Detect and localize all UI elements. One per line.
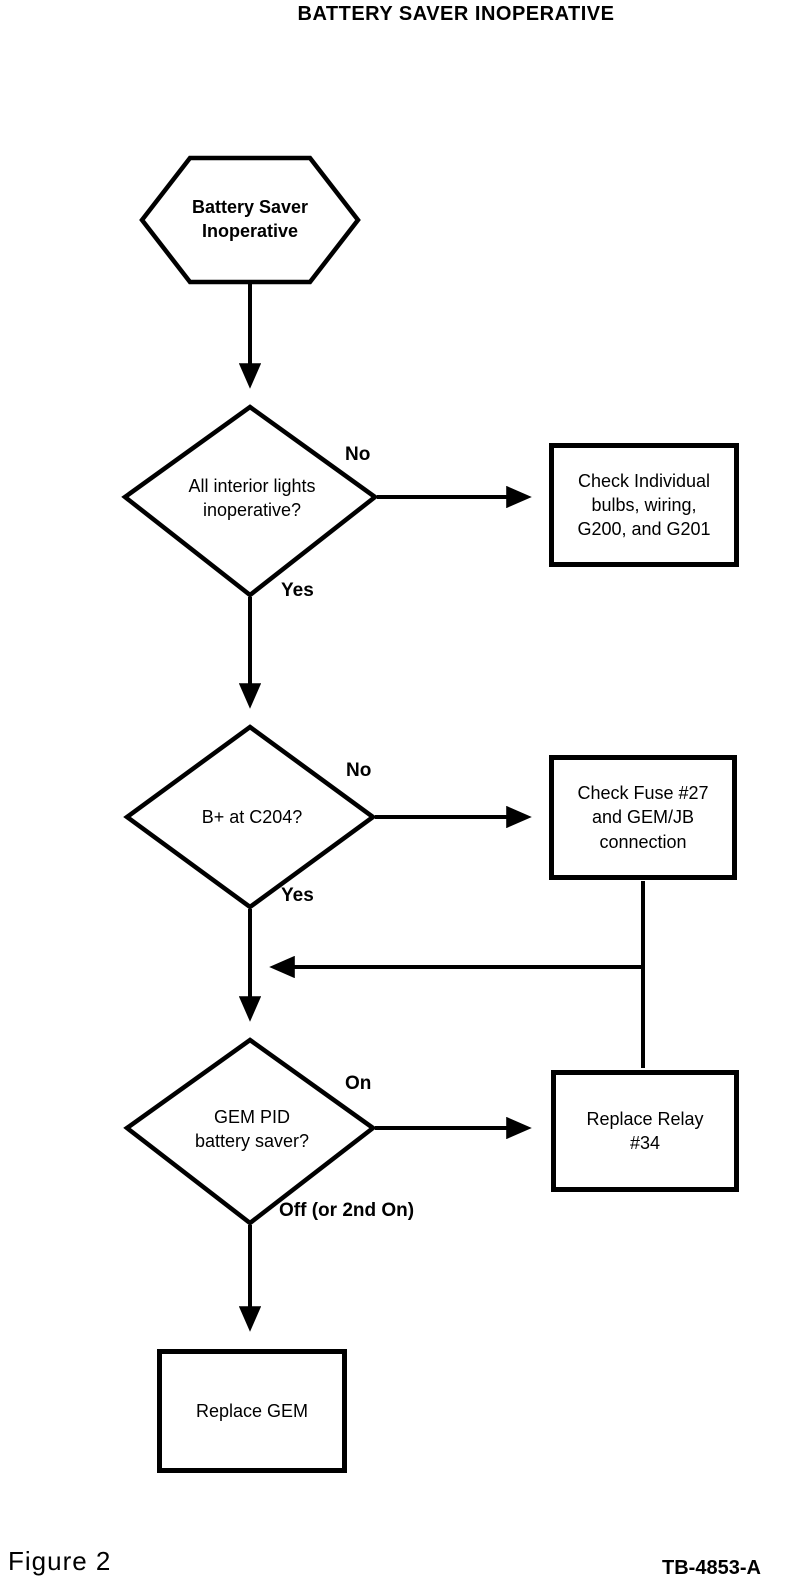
edge-label-d2-no: No — [346, 760, 372, 781]
action-box-check-bulbs: Check Individual bulbs, wiring, G200, an… — [549, 443, 739, 567]
edge-label-d1-yes: Yes — [281, 580, 314, 601]
decision1-diamond-outline — [121, 404, 379, 598]
start-hexagon-outline — [139, 155, 361, 285]
action-box-replace-relay: Replace Relay #34 — [551, 1070, 739, 1192]
decision3-diamond-outline — [123, 1037, 377, 1226]
edge-label-d2-yes: Yes — [281, 885, 314, 906]
document-number: TB-4853-A — [662, 1557, 761, 1579]
action-box-replace-gem: Replace GEM — [157, 1349, 347, 1473]
action-box-check-fuse: Check Fuse #27 and GEM/JB connection — [549, 755, 737, 880]
start-node-label: Battery Saver Inoperative — [191, 197, 309, 241]
page-title: BATTERY SAVER INOPERATIVE — [297, 3, 615, 25]
decision1-label: All interior lights inoperative? — [188, 476, 316, 520]
edge-label-d3-off: Off (or 2nd On) — [279, 1200, 415, 1221]
figure-caption: Figure 2 — [8, 1546, 112, 1576]
decision2-diamond-outline — [123, 724, 377, 910]
edge-label-d1-no: No — [345, 444, 371, 465]
decision3-label: GEM PID battery saver? — [194, 1107, 310, 1151]
decision2-label: B+ at C204? — [201, 807, 303, 827]
edge-label-d3-on: On — [345, 1073, 372, 1094]
